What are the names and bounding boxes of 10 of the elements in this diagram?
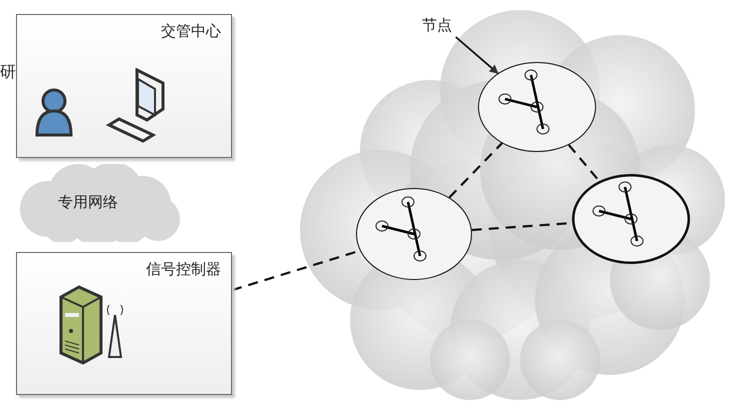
partial-text: 研 (0, 62, 16, 82)
panel-box (16, 14, 232, 158)
network-label: 专用网络 (58, 192, 118, 212)
arrow (455, 36, 499, 74)
dashed-link (448, 142, 503, 198)
pointer-label: 节点 (422, 15, 452, 35)
panel-title: 交管中心 (161, 21, 221, 41)
dashed-link (568, 144, 600, 182)
panel-title: 信号控制器 (146, 259, 221, 279)
panel-box (16, 252, 232, 395)
